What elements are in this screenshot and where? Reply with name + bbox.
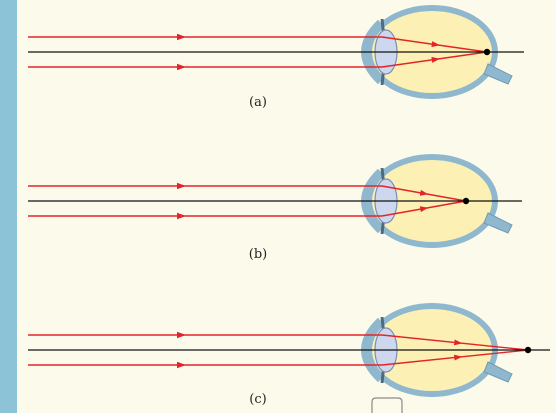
triangle-arrow-icon <box>431 56 440 63</box>
focal-point <box>462 197 470 205</box>
triangle-arrow-icon <box>419 206 429 213</box>
cropped-bottom-shape <box>371 397 403 413</box>
triangle-arrow-icon <box>177 361 186 369</box>
triangle-arrow-icon <box>454 339 463 346</box>
triangle-arrow-icon <box>419 189 429 196</box>
panel-caption: (c) <box>249 392 266 407</box>
panel-c: (c) <box>28 303 550 407</box>
triangle-arrow-icon <box>177 33 186 41</box>
panel-b: (b) <box>28 154 522 262</box>
optic-nerve <box>483 63 513 85</box>
panel-caption: (b) <box>249 247 267 262</box>
triangle-arrow-icon <box>177 182 186 190</box>
triangle-arrow-icon <box>177 331 186 339</box>
triangle-arrow-icon <box>454 354 463 361</box>
focal-point <box>483 48 491 56</box>
left-band <box>0 0 17 413</box>
optic-nerve <box>483 361 513 383</box>
triangle-arrow-icon <box>431 41 440 48</box>
panel-caption: (a) <box>249 95 267 110</box>
optic-nerve <box>483 212 513 234</box>
panel-a: (a) <box>28 5 524 110</box>
triangle-arrow-icon <box>177 63 186 71</box>
focal-point <box>524 346 532 354</box>
triangle-arrow-icon <box>177 212 186 220</box>
